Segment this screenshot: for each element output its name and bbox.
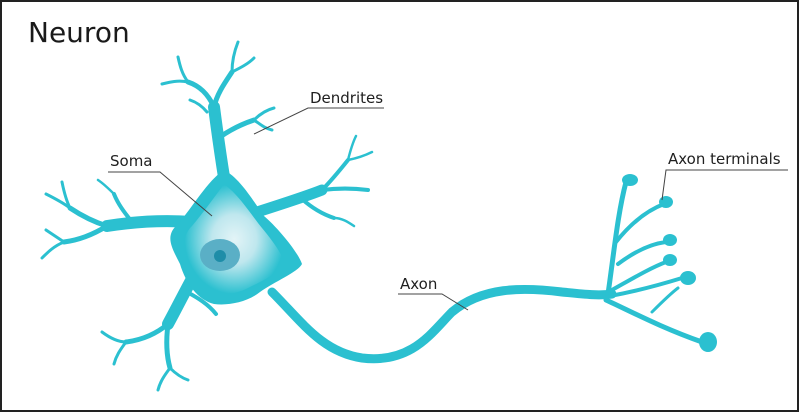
label-axon-terminals: Axon terminals <box>668 150 781 168</box>
axon <box>272 289 612 358</box>
label-dendrites: Dendrites <box>310 89 383 107</box>
axon-terminals <box>606 182 702 342</box>
label-axon: Axon <box>400 275 437 293</box>
nucleolus <box>214 250 226 262</box>
terminal-boutons <box>622 174 717 352</box>
label-soma: Soma <box>110 152 153 170</box>
